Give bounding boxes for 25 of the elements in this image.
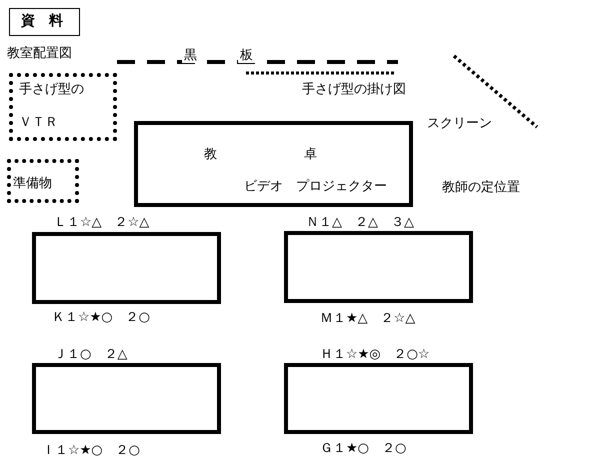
seat-label: Ｇ１★○ ２○ (320, 441, 406, 456)
box-text: ＶＴＲ (19, 115, 58, 130)
seat-label: Ｋ１☆★○ ２○ (52, 310, 150, 325)
equipment-box (9, 73, 117, 141)
box-text: ビデオ プロジェクター (244, 179, 387, 194)
seat-label: Ｉ１☆★○ ２○ (42, 443, 140, 458)
seat-label: Ｊ１○ ２△ (54, 347, 128, 362)
blackboard-label: 板 (238, 48, 255, 63)
equipment-box (7, 159, 79, 203)
seat-label: Ｌ１☆△ ２☆△ (54, 215, 150, 230)
seat-label: Ｍ１★△ ２☆△ (320, 311, 416, 326)
box-text: 準備物 (13, 176, 52, 191)
seat-label: Ｈ１☆★◎ ２○☆ (320, 347, 430, 362)
box-text: 資 料 (21, 14, 63, 29)
title-box (9, 8, 80, 36)
teacher-position-label: 教師の定位置 (442, 180, 520, 195)
blackboard-label: 黒 (182, 48, 199, 63)
seat-label: Ｎ１△ ２△ ３△ (306, 215, 414, 230)
box-text: 卓 (304, 147, 317, 162)
box-text: 手さげ型の (19, 82, 84, 97)
box-text: 教 (204, 147, 217, 162)
teacher-desk (134, 121, 413, 207)
heading-text: 教室配置図 (7, 46, 72, 61)
wall-chart-label: 手さげ型の掛け図 (302, 82, 406, 97)
screen-label: スクリーン (427, 116, 492, 131)
